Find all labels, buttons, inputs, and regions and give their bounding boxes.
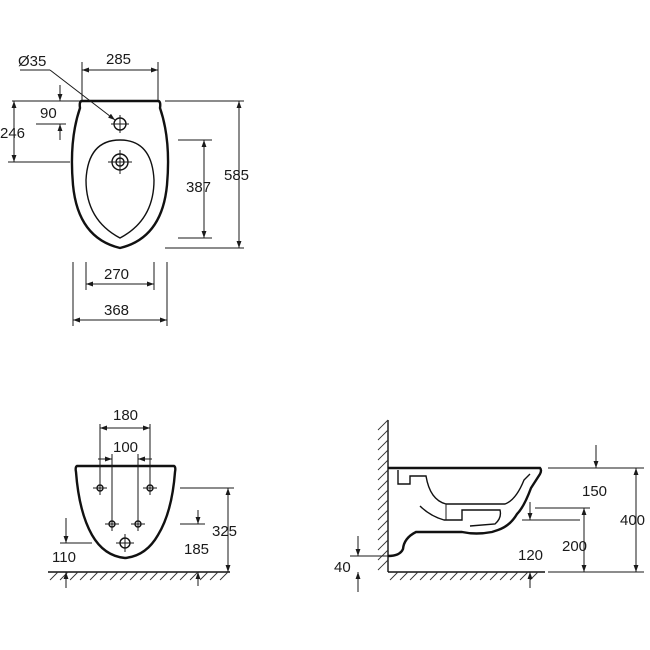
dim-height-325: 325 xyxy=(212,523,237,540)
dim-floor-gap: 40 xyxy=(334,559,351,576)
drain-outlet xyxy=(116,534,134,552)
fixing-hole-2 xyxy=(143,481,157,495)
side-view-inner-bowl xyxy=(397,470,531,505)
dim-height-185: 185 xyxy=(184,541,209,558)
fixing-hole-1 xyxy=(93,481,107,495)
dim-bowl-length: 387 xyxy=(186,179,211,196)
top-view-inner-bowl xyxy=(85,139,155,239)
dim-overall-length: 585 xyxy=(224,167,249,184)
dim-height-200: 200 xyxy=(562,538,587,555)
dim-hole-diameter: Ø35 xyxy=(18,53,46,70)
dim-fixing-outer: 180 xyxy=(113,407,138,424)
fixing-hole-3 xyxy=(105,517,119,531)
side-view-bidet-outline xyxy=(387,466,543,558)
dim-inner-width: 270 xyxy=(104,266,129,283)
dim-width-top: 285 xyxy=(106,51,131,68)
top-view-bidet-outline xyxy=(70,99,170,250)
dim-fixing-inner: 100 xyxy=(113,439,138,456)
floor-hatch-rear xyxy=(49,571,229,581)
floor-hatch-side xyxy=(389,571,539,581)
wall-hatch xyxy=(377,419,389,571)
side-view: 150 400 200 120 40 xyxy=(334,419,645,592)
dim-hole-offset: 90 xyxy=(40,105,57,122)
dim-outer-width: 368 xyxy=(104,302,129,319)
top-view: Ø35 285 90 246 387 585 270 xyxy=(0,51,249,326)
fixing-hole-4 xyxy=(131,517,145,531)
dim-height-120: 120 xyxy=(518,547,543,564)
dim-overall-height: 400 xyxy=(620,512,645,529)
rear-view: 180 100 325 185 110 xyxy=(48,407,237,588)
rear-view-bidet-outline xyxy=(74,464,177,560)
dim-depth-150: 150 xyxy=(582,483,607,500)
dim-bowl-offset: 246 xyxy=(0,125,25,142)
dim-height-110: 110 xyxy=(52,549,76,566)
side-view-trap xyxy=(419,505,502,527)
